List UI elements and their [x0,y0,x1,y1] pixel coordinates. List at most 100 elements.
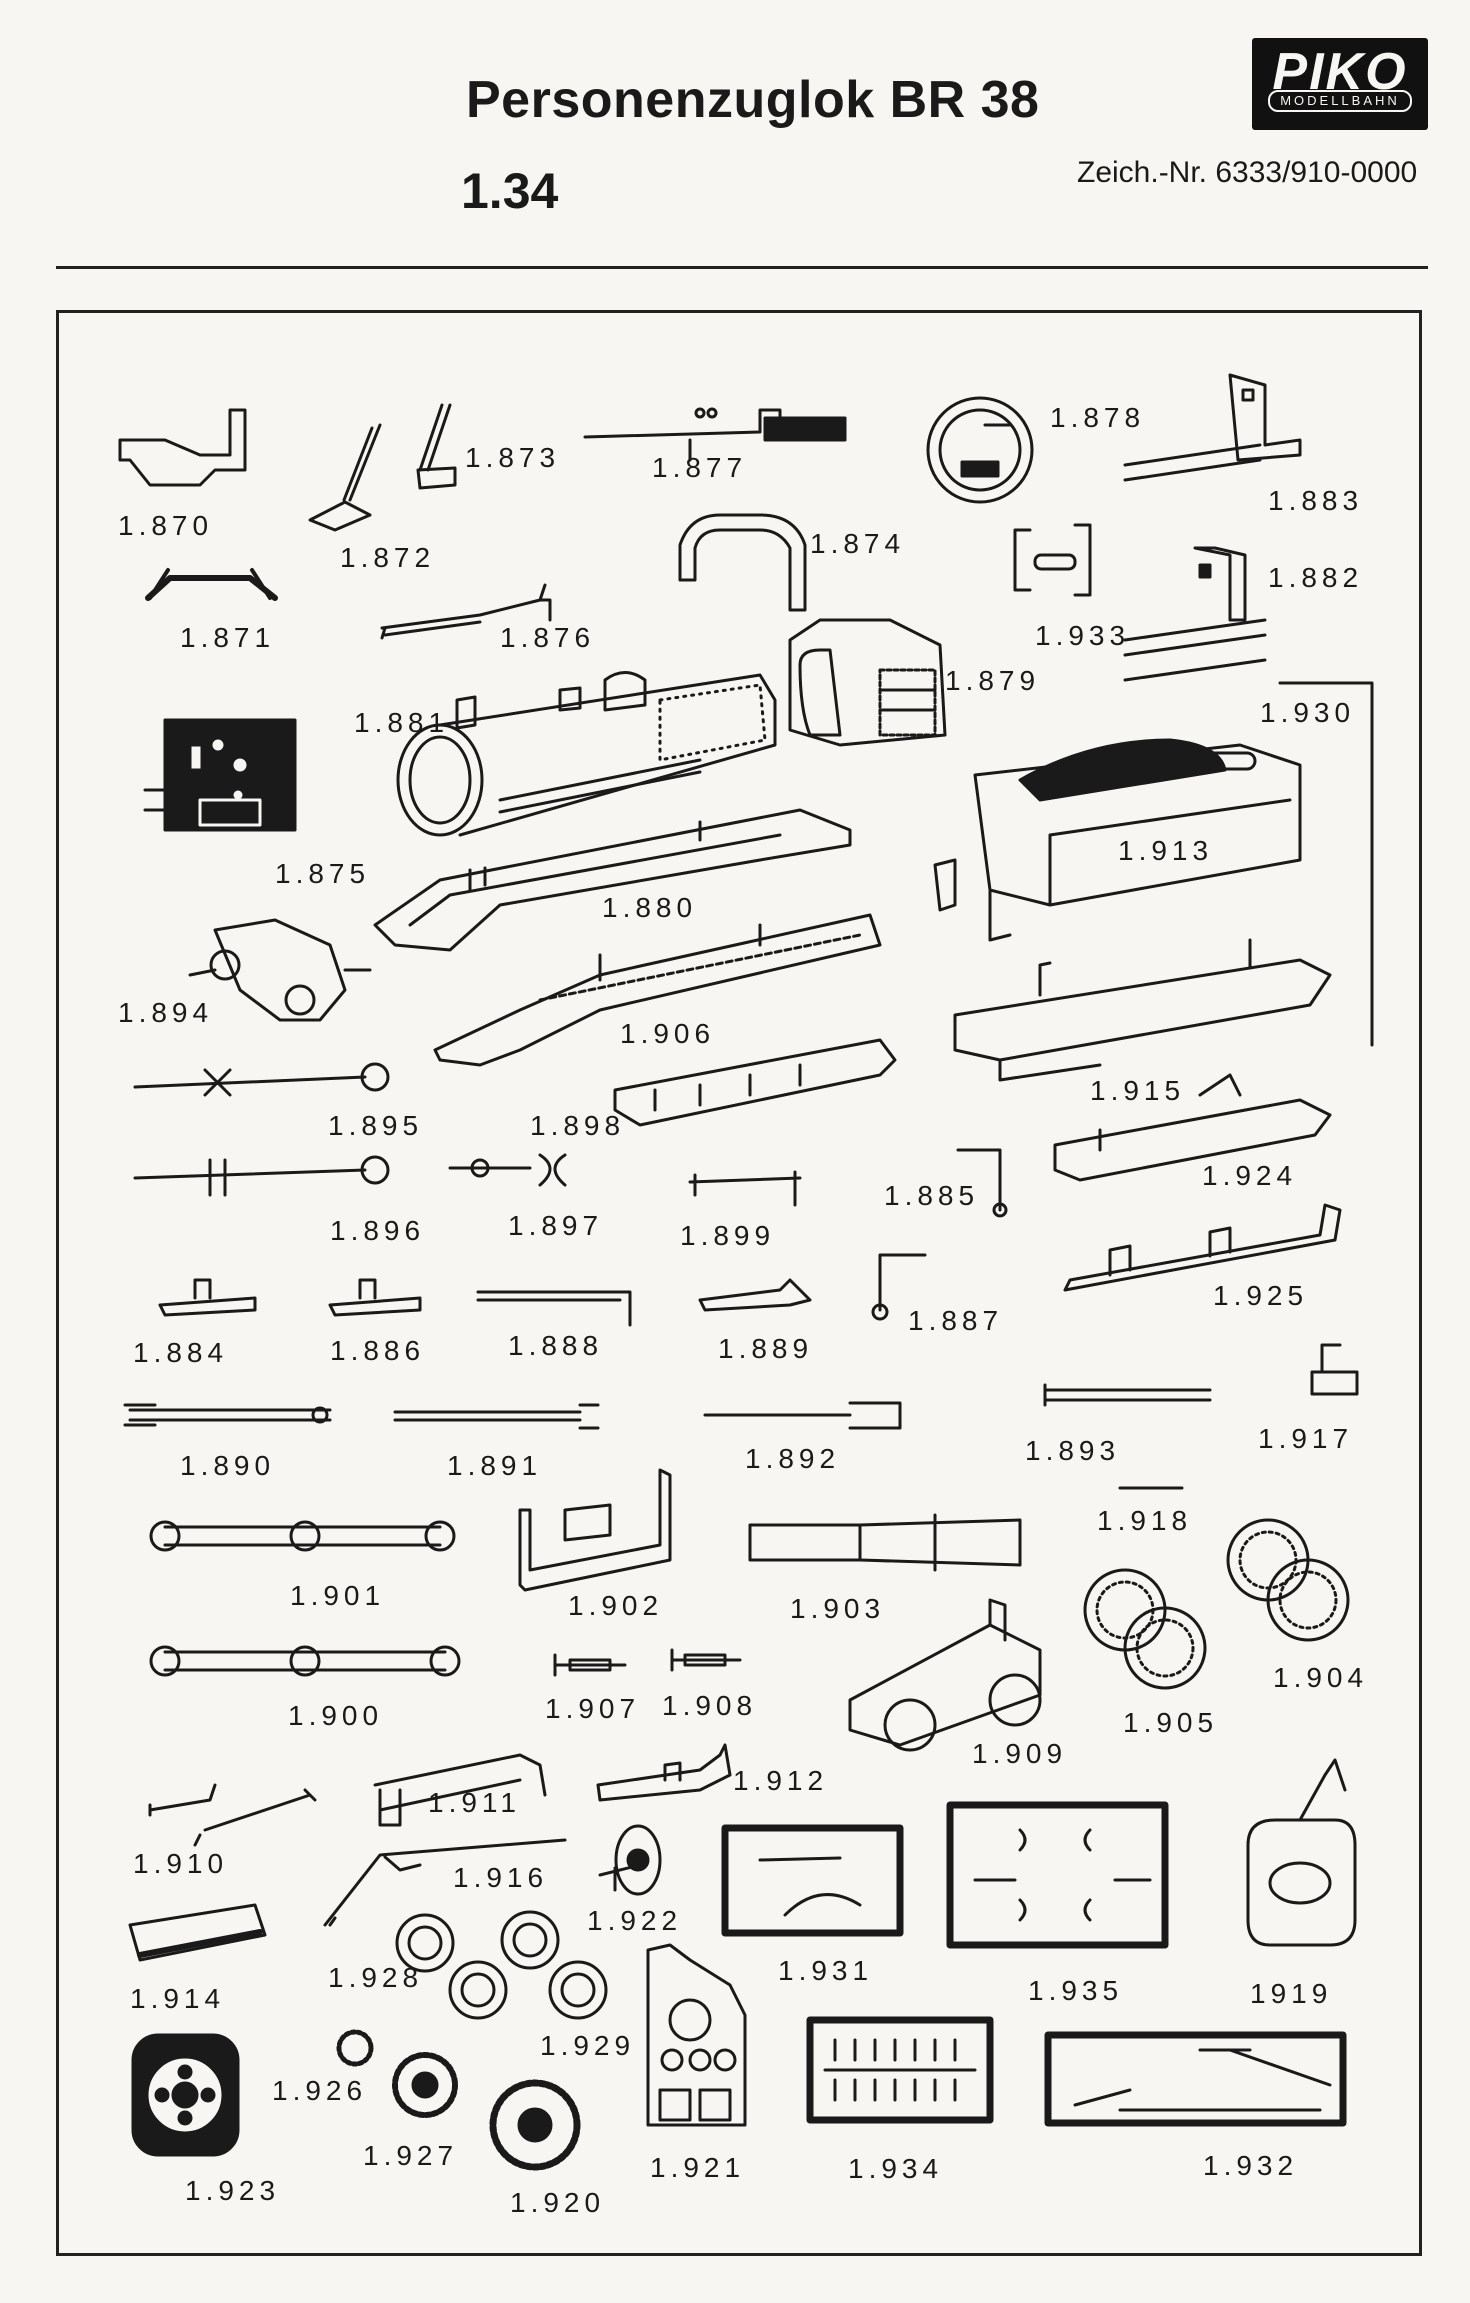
piko-logo: PIKO MODELLBAHN [1252,38,1428,130]
label-1917: 1.917 [1258,1423,1354,1454]
part-1900 [149,1645,461,1677]
part-1933 [1013,523,1092,597]
label-1934: 1.934 [848,2153,944,2184]
part-1914 [128,1903,267,1962]
part-1910 [148,1783,317,1847]
label-1887: 1.887 [908,1305,1004,1336]
label-1907: 1.907 [545,1693,641,1724]
label-1935: 1.935 [1028,1975,1124,2006]
parts-frame [56,310,1422,2256]
part-1897 [448,1153,567,1187]
part-1895 [133,1062,390,1097]
label-1932: 1.932 [1203,2150,1299,2181]
part-1912 [596,1743,732,1802]
label-1884: 1.884 [133,1337,229,1368]
label-1916: 1.916 [453,1862,549,1893]
part-1893 [1043,1383,1212,1407]
part-1902 [518,1468,672,1592]
part-1891 [393,1403,600,1430]
label-1885: 1.885 [884,1180,980,1211]
part-1915 [953,938,1332,1082]
label-1906: 1.906 [620,1018,716,1049]
part-1930-bracket [1278,681,1374,1047]
part-1886 [328,1278,422,1317]
label-1897: 1.897 [508,1210,604,1241]
part-1894 [188,918,372,1022]
part-1871 [145,568,278,601]
label-1882: 1.882 [1268,562,1364,593]
label-1922: 1.922 [587,1905,683,1936]
label-1904: 1.904 [1273,1662,1369,1693]
part-1904 [1226,1518,1350,1642]
part-1920 [489,2079,581,2171]
part-1878 [926,396,1034,504]
part-1883 [1123,373,1302,482]
label-1928: 1.928 [328,1962,424,1993]
label-1874: 1.874 [810,528,906,559]
label-1886: 1.886 [330,1335,426,1366]
label-1894: 1.894 [118,997,214,1028]
part-1909 [848,1598,1042,1752]
label-1871: 1.871 [180,622,276,653]
label-1933: 1.933 [1035,620,1131,651]
part-1925 [1063,1203,1342,1292]
label-1880: 1.880 [602,892,698,923]
label-1926: 1.926 [272,2075,368,2106]
part-1888 [476,1290,632,1327]
part-1884 [158,1278,257,1317]
part-1927 [392,2052,458,2118]
part-1907 [553,1653,627,1677]
label-1877: 1.877 [652,452,748,483]
label-1925: 1.925 [1213,1280,1309,1311]
part-1935 [946,1801,1169,1949]
label-1895: 1.895 [328,1110,424,1141]
part-1885 [956,1148,1008,1218]
label-1901: 1.901 [290,1580,386,1611]
part-1881 [396,671,777,837]
label-1927: 1.927 [363,2140,459,2171]
part-1931 [721,1824,904,1937]
page-title: Personenzuglok BR 38 [466,71,1040,129]
part-1898 [613,1038,897,1127]
label-1912: 1.912 [733,1765,829,1796]
label-1903: 1.903 [790,1593,886,1624]
part-1892 [703,1401,902,1430]
part-1899 [688,1170,802,1207]
part-1879 [788,618,947,747]
part-1876 [380,583,552,640]
part-1934 [806,2016,994,2124]
part-1932 [1044,2031,1347,2127]
part-1882 [1123,546,1267,682]
label-1911: 1.911 [428,1787,521,1818]
label-1891: 1.891 [447,1450,543,1481]
label-1913: 1.913 [1118,835,1214,866]
drawing-number: Zeich.-Nr. 6333/910-0000 [1077,156,1418,189]
label-1924: 1.924 [1202,1160,1298,1191]
label-1899: 1.899 [680,1220,776,1251]
part-1923 [131,2033,240,2157]
label-1905: 1.905 [1123,1707,1219,1738]
part-1880 [373,808,852,952]
label-1888: 1.888 [508,1330,604,1361]
label-1923: 1.923 [185,2175,281,2206]
page-number: 1.34 [461,163,559,219]
label-1908: 1.908 [662,1690,758,1721]
part-1917 [1310,1343,1359,1396]
label-1909: 1.909 [972,1738,1068,1769]
part-1928 [395,1913,508,2020]
part-1903 [748,1513,1022,1572]
label-1930: 1.930 [1260,697,1356,728]
part-1913 [933,738,1302,942]
label-1878: 1.878 [1050,402,1146,433]
part-1870 [118,408,247,487]
label-1889: 1.889 [718,1333,814,1364]
label-1875: 1.875 [275,858,371,889]
part-1887 [871,1253,927,1321]
part-1929 [500,1910,608,2020]
part-1877 [583,407,847,462]
label-1919: 1919 [1250,1978,1333,2009]
label-1914: 1.914 [130,1983,226,2014]
part-1908 [670,1648,742,1672]
